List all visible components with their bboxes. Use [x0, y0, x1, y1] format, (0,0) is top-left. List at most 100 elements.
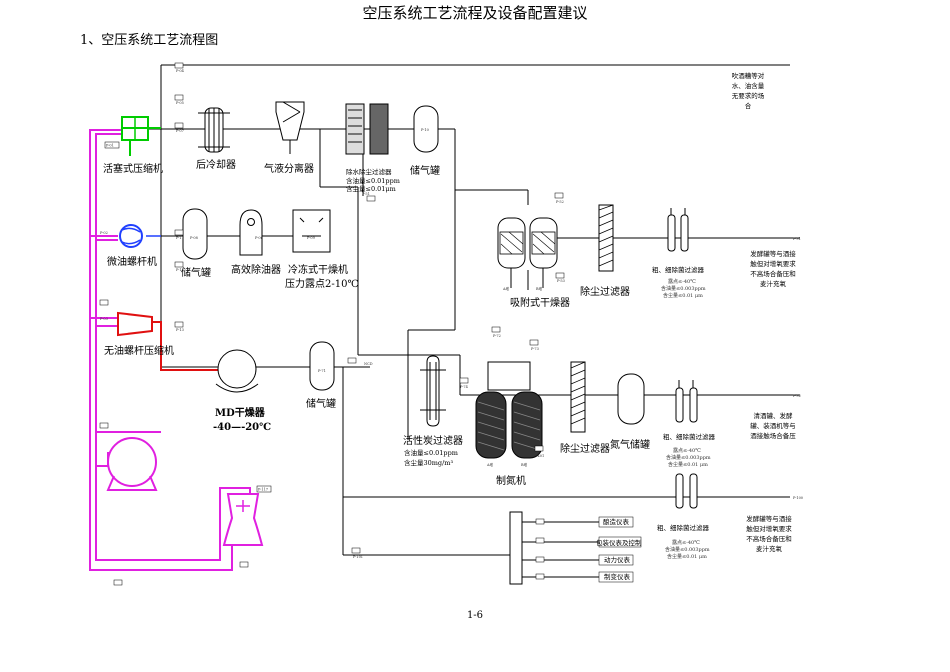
- svg-text:P-02: P-02: [100, 231, 108, 235]
- svg-text:含尘量≤0.01 μm: 含尘量≤0.01 μm: [667, 553, 707, 560]
- svg-text:粗、细除菌过滤器: 粗、细除菌过滤器: [657, 523, 710, 532]
- piston-compressor: P-01: [104, 116, 149, 149]
- refrigerated-dryer-label: 冷冻式干燥机: [288, 263, 348, 276]
- bacteria-filter-2: [675, 380, 698, 423]
- svg-text:露点≤-40℃: 露点≤-40℃: [672, 540, 700, 546]
- svg-text:含尘量30mg/m³: 含尘量30mg/m³: [404, 458, 453, 467]
- air-tank-mid: P-08: [182, 208, 208, 260]
- svg-text:露点≤-40℃: 露点≤-40℃: [673, 448, 701, 454]
- svg-text:发酵罐等与酒接: 发酵罐等与酒接: [750, 249, 796, 258]
- svg-text:P-07: P-07: [176, 129, 184, 133]
- svg-text:清酒罐、发酵: 清酒罐、发酵: [754, 411, 794, 420]
- svg-text:P-05: P-05: [176, 101, 184, 105]
- svg-text:P-13: P-13: [176, 328, 184, 332]
- instrument-tags: P-04 P-05 P-07 P-11 P-12 P-13 P-51 P-72 …: [99, 62, 803, 586]
- svg-text:P-06: P-06: [255, 236, 263, 240]
- svg-text:B塔: B塔: [521, 462, 528, 467]
- svg-text:P-52: P-52: [556, 200, 564, 204]
- bacteria-filter-1: [667, 208, 689, 252]
- svg-text:吹酒糟等对: 吹酒糟等对: [732, 71, 765, 80]
- pipe-network: [148, 64, 800, 578]
- page-number: 1-6: [467, 610, 483, 621]
- cooling-pump: [106, 437, 158, 491]
- svg-text:P-117: P-117: [258, 488, 268, 492]
- svg-text:P-01: P-01: [106, 144, 114, 148]
- water-dust-filter: [345, 103, 389, 155]
- svg-text:P-08: P-08: [190, 236, 198, 240]
- dust-filter-mid: [570, 361, 586, 433]
- svg-text:含尘量≤0.01μm: 含尘量≤0.01μm: [346, 184, 396, 193]
- separator-label: 气液分离器: [264, 162, 314, 175]
- carbon-filter: [420, 355, 446, 427]
- svg-text:P-10: P-10: [421, 128, 429, 132]
- oilfree-screw-compressor: P-03: [100, 311, 153, 337]
- cooling-tower: P-117: [222, 485, 272, 546]
- svg-text:不高场合备压和: 不高场合备压和: [746, 534, 792, 543]
- svg-text:NCD: NCD: [364, 362, 373, 366]
- oil-screw-compressor-label: 微油螺杆机: [107, 255, 157, 268]
- instrument-brewing: 酿造仪表: [603, 517, 630, 526]
- refrigerated-dryer-spec: 压力露点2-10℃: [285, 277, 359, 290]
- svg-text:含油量≤0.003ppm: 含油量≤0.003ppm: [661, 285, 706, 292]
- section-title: 1、空压系统工艺流程图: [80, 33, 218, 48]
- md-dryer-label: MD干燥器: [215, 406, 266, 419]
- svg-text:P-91: P-91: [793, 237, 801, 241]
- svg-text:P-74: P-74: [460, 385, 469, 389]
- svg-text:触但对增氧要求: 触但对增氧要求: [746, 524, 792, 533]
- efficient-oil-filter-label: 高效除油器: [231, 263, 281, 276]
- air-tank-md: P-71: [309, 341, 335, 391]
- instrument-manifold: [509, 511, 642, 585]
- svg-text:罐、装酒机等与: 罐、装酒机等与: [750, 421, 796, 430]
- svg-text:触但对增氧要求: 触但对增氧要求: [750, 259, 796, 268]
- svg-text:P-71: P-71: [318, 369, 326, 373]
- svg-text:无要求的场: 无要求的场: [732, 91, 765, 100]
- svg-text:麦汁充氧: 麦汁充氧: [756, 544, 783, 553]
- nitrogen-tank: [617, 373, 645, 425]
- adsorption-dryer-label: 吸附式干燥器: [510, 296, 570, 309]
- svg-text:含尘量≤0.01 μm: 含尘量≤0.01 μm: [668, 461, 708, 468]
- svg-text:A塔: A塔: [486, 462, 494, 467]
- svg-text:P-72: P-72: [493, 334, 501, 338]
- air-tank-md-label: 储气罐: [306, 397, 336, 410]
- md-dryer: [215, 349, 259, 393]
- svg-text:合: 合: [745, 101, 752, 110]
- nitrogen-generator-label: 制氮机: [496, 474, 526, 487]
- instrument-power: 动力仪表: [604, 555, 631, 564]
- svg-text:含油量≤0.003ppm: 含油量≤0.003ppm: [665, 546, 710, 553]
- oilfree-screw-compressor-label: 无油螺杆压缩机: [104, 344, 174, 357]
- aftercooler-label: 后冷却器: [196, 158, 236, 171]
- svg-text:P-03: P-03: [100, 317, 108, 321]
- aftercooler: [198, 107, 230, 153]
- svg-text:P-09: P-09: [307, 236, 315, 240]
- svg-text:P-101: P-101: [353, 555, 363, 559]
- gas-liquid-separator: [275, 101, 305, 154]
- nitrogen-tank-label: 氮气储罐: [610, 438, 650, 451]
- svg-text:P-100: P-100: [793, 496, 803, 500]
- svg-text:除水除尘过滤器: 除水除尘过滤器: [346, 167, 392, 176]
- dust-filter-top-label: 除尘过滤器: [580, 285, 630, 298]
- air-tank-top-label: 储气罐: [410, 164, 440, 177]
- svg-text:P-11: P-11: [176, 236, 184, 240]
- piston-compressor-label: 活塞式压缩机: [103, 162, 163, 175]
- bacteria-filter-3: [675, 473, 698, 509]
- instrument-process: 制变仪表: [604, 572, 631, 581]
- svg-text:P-12: P-12: [176, 268, 184, 272]
- application-wine-tank: 清酒罐、发酵 罐、装酒机等与 酒接触场合备压: [750, 411, 796, 440]
- instrument-packaging: 包装仪表及控制: [596, 538, 642, 547]
- adsorption-dryer: A塔 B塔: [497, 217, 558, 291]
- svg-text:V401: V401: [534, 454, 544, 458]
- air-tank-top: P-10: [413, 105, 439, 153]
- svg-text:粗、细除菌过滤器: 粗、细除菌过滤器: [652, 265, 705, 274]
- refrigerated-dryer: P-09: [292, 209, 331, 253]
- svg-text:不高场合备压和: 不高场合备压和: [750, 269, 796, 278]
- application-fermenter-2: 发酵罐等与酒接 触但对增氧要求 不高场合备压和 麦汁充氧: [746, 514, 792, 553]
- svg-text:P-53: P-53: [557, 279, 565, 283]
- svg-text:发酵罐等与酒接: 发酵罐等与酒接: [746, 514, 792, 523]
- svg-text:露点≤-40℃: 露点≤-40℃: [668, 279, 696, 285]
- svg-text:麦汁充氧: 麦汁充氧: [760, 279, 787, 288]
- application-top-right: 吹酒糟等对 水、油含量 无要求的场 合: [732, 71, 765, 110]
- svg-text:P-73: P-73: [531, 347, 539, 351]
- nitrogen-generator: A塔 B塔: [475, 361, 543, 467]
- page-title: 空压系统工艺流程及设备配置建议: [362, 4, 587, 22]
